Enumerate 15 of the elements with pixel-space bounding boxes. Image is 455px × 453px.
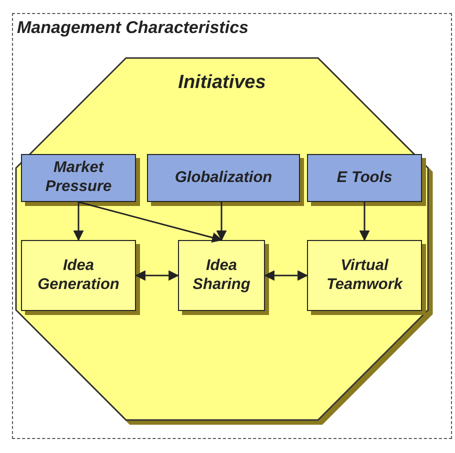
label-text: Virtual Teamwork (325, 256, 404, 294)
arrow (134, 270, 180, 281)
arrow (78, 201, 223, 243)
label-text: Management Characteristics (17, 18, 248, 38)
arrow (73, 202, 84, 242)
label-text: Initiatives (177, 72, 267, 94)
arrow (264, 270, 308, 281)
label-text: Globalization (174, 168, 272, 188)
arrow (359, 202, 370, 242)
label-text: E Tools (336, 168, 392, 188)
label-text: Idea Generation (36, 256, 120, 294)
dashed-frame (12, 13, 452, 439)
arrow (216, 202, 227, 242)
label-text: Market Pressure (44, 159, 113, 197)
label-text: Idea Sharing (192, 256, 252, 294)
